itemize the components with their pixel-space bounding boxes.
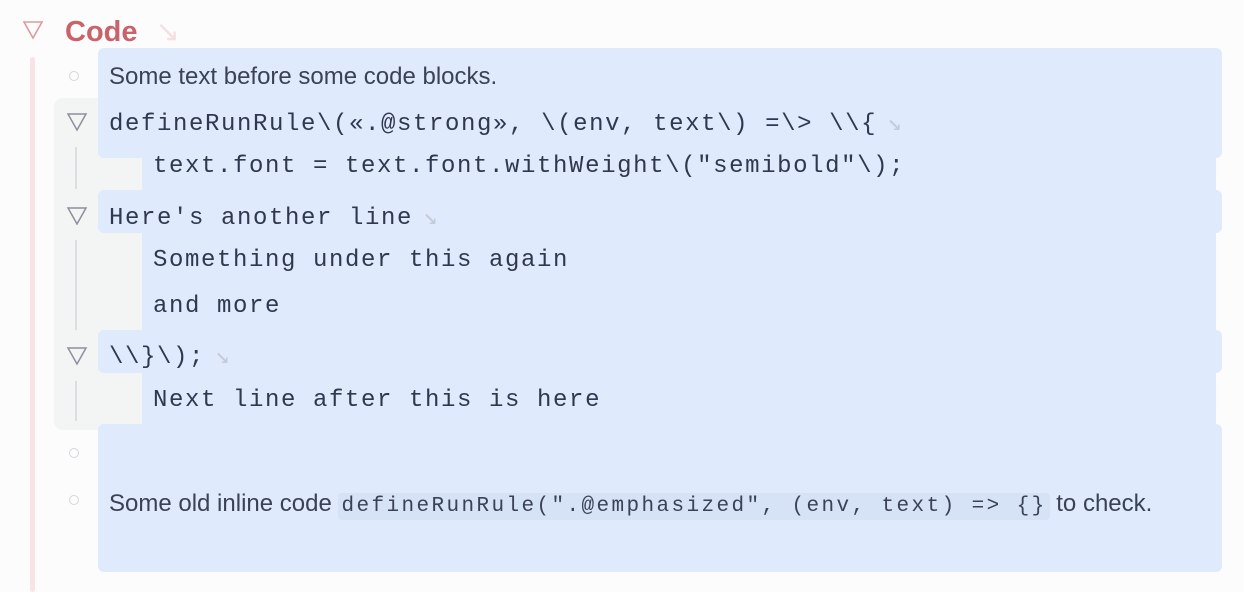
section-indent-bar [30, 57, 35, 592]
arrow-down-right-icon[interactable]: ↘ [887, 111, 902, 138]
collapse-triangle-icon[interactable] [66, 206, 88, 231]
bullet-icon[interactable] [69, 71, 79, 81]
code-line[interactable]: \\}\); ↘ [109, 343, 229, 373]
code-line-text: \\}\); [109, 344, 206, 371]
paragraph-text: Some old inline code [109, 490, 332, 517]
arrow-down-right-icon[interactable]: ↘ [423, 205, 438, 232]
indent-guide [75, 381, 77, 421]
heading-title: Code [65, 16, 138, 48]
arrow-down-right-icon[interactable]: ↘ [155, 16, 180, 48]
bullet-icon[interactable] [69, 495, 79, 505]
section-heading: Code ↘ [65, 12, 180, 52]
paragraph-text: check. [1082, 490, 1153, 517]
code-line[interactable]: Here's another line ↘ [109, 204, 438, 234]
code-line[interactable]: defineRunRule\(«.@strong», \(env, text\)… [109, 110, 902, 140]
collapse-triangle-icon[interactable] [66, 112, 88, 137]
inline-code-paragraph[interactable]: Some old inline code defineRunRule(".@em… [109, 486, 1209, 525]
code-line-text: defineRunRule\(«.@strong», \(env, text\)… [109, 111, 878, 138]
code-line[interactable]: Next line after this is here [153, 387, 602, 414]
code-line[interactable]: and more [153, 293, 282, 320]
code-line[interactable]: text.font = text.font.withWeight\("semib… [153, 153, 906, 180]
bullet-icon[interactable] [69, 448, 79, 458]
collapse-triangle-icon[interactable] [66, 346, 88, 371]
inline-code: defineRunRule(".@emphasized", (env, text… [338, 493, 1050, 520]
intro-text[interactable]: Some text before some code blocks. [109, 63, 498, 90]
code-line[interactable]: Something under this again [153, 247, 570, 274]
collapse-triangle-icon[interactable] [22, 20, 44, 45]
indent-guide [75, 240, 77, 330]
indent-guide [75, 147, 77, 189]
paragraph-text: to [1056, 490, 1077, 517]
code-line-text: Here's another line [109, 205, 414, 232]
arrow-down-right-icon[interactable]: ↘ [215, 344, 230, 371]
